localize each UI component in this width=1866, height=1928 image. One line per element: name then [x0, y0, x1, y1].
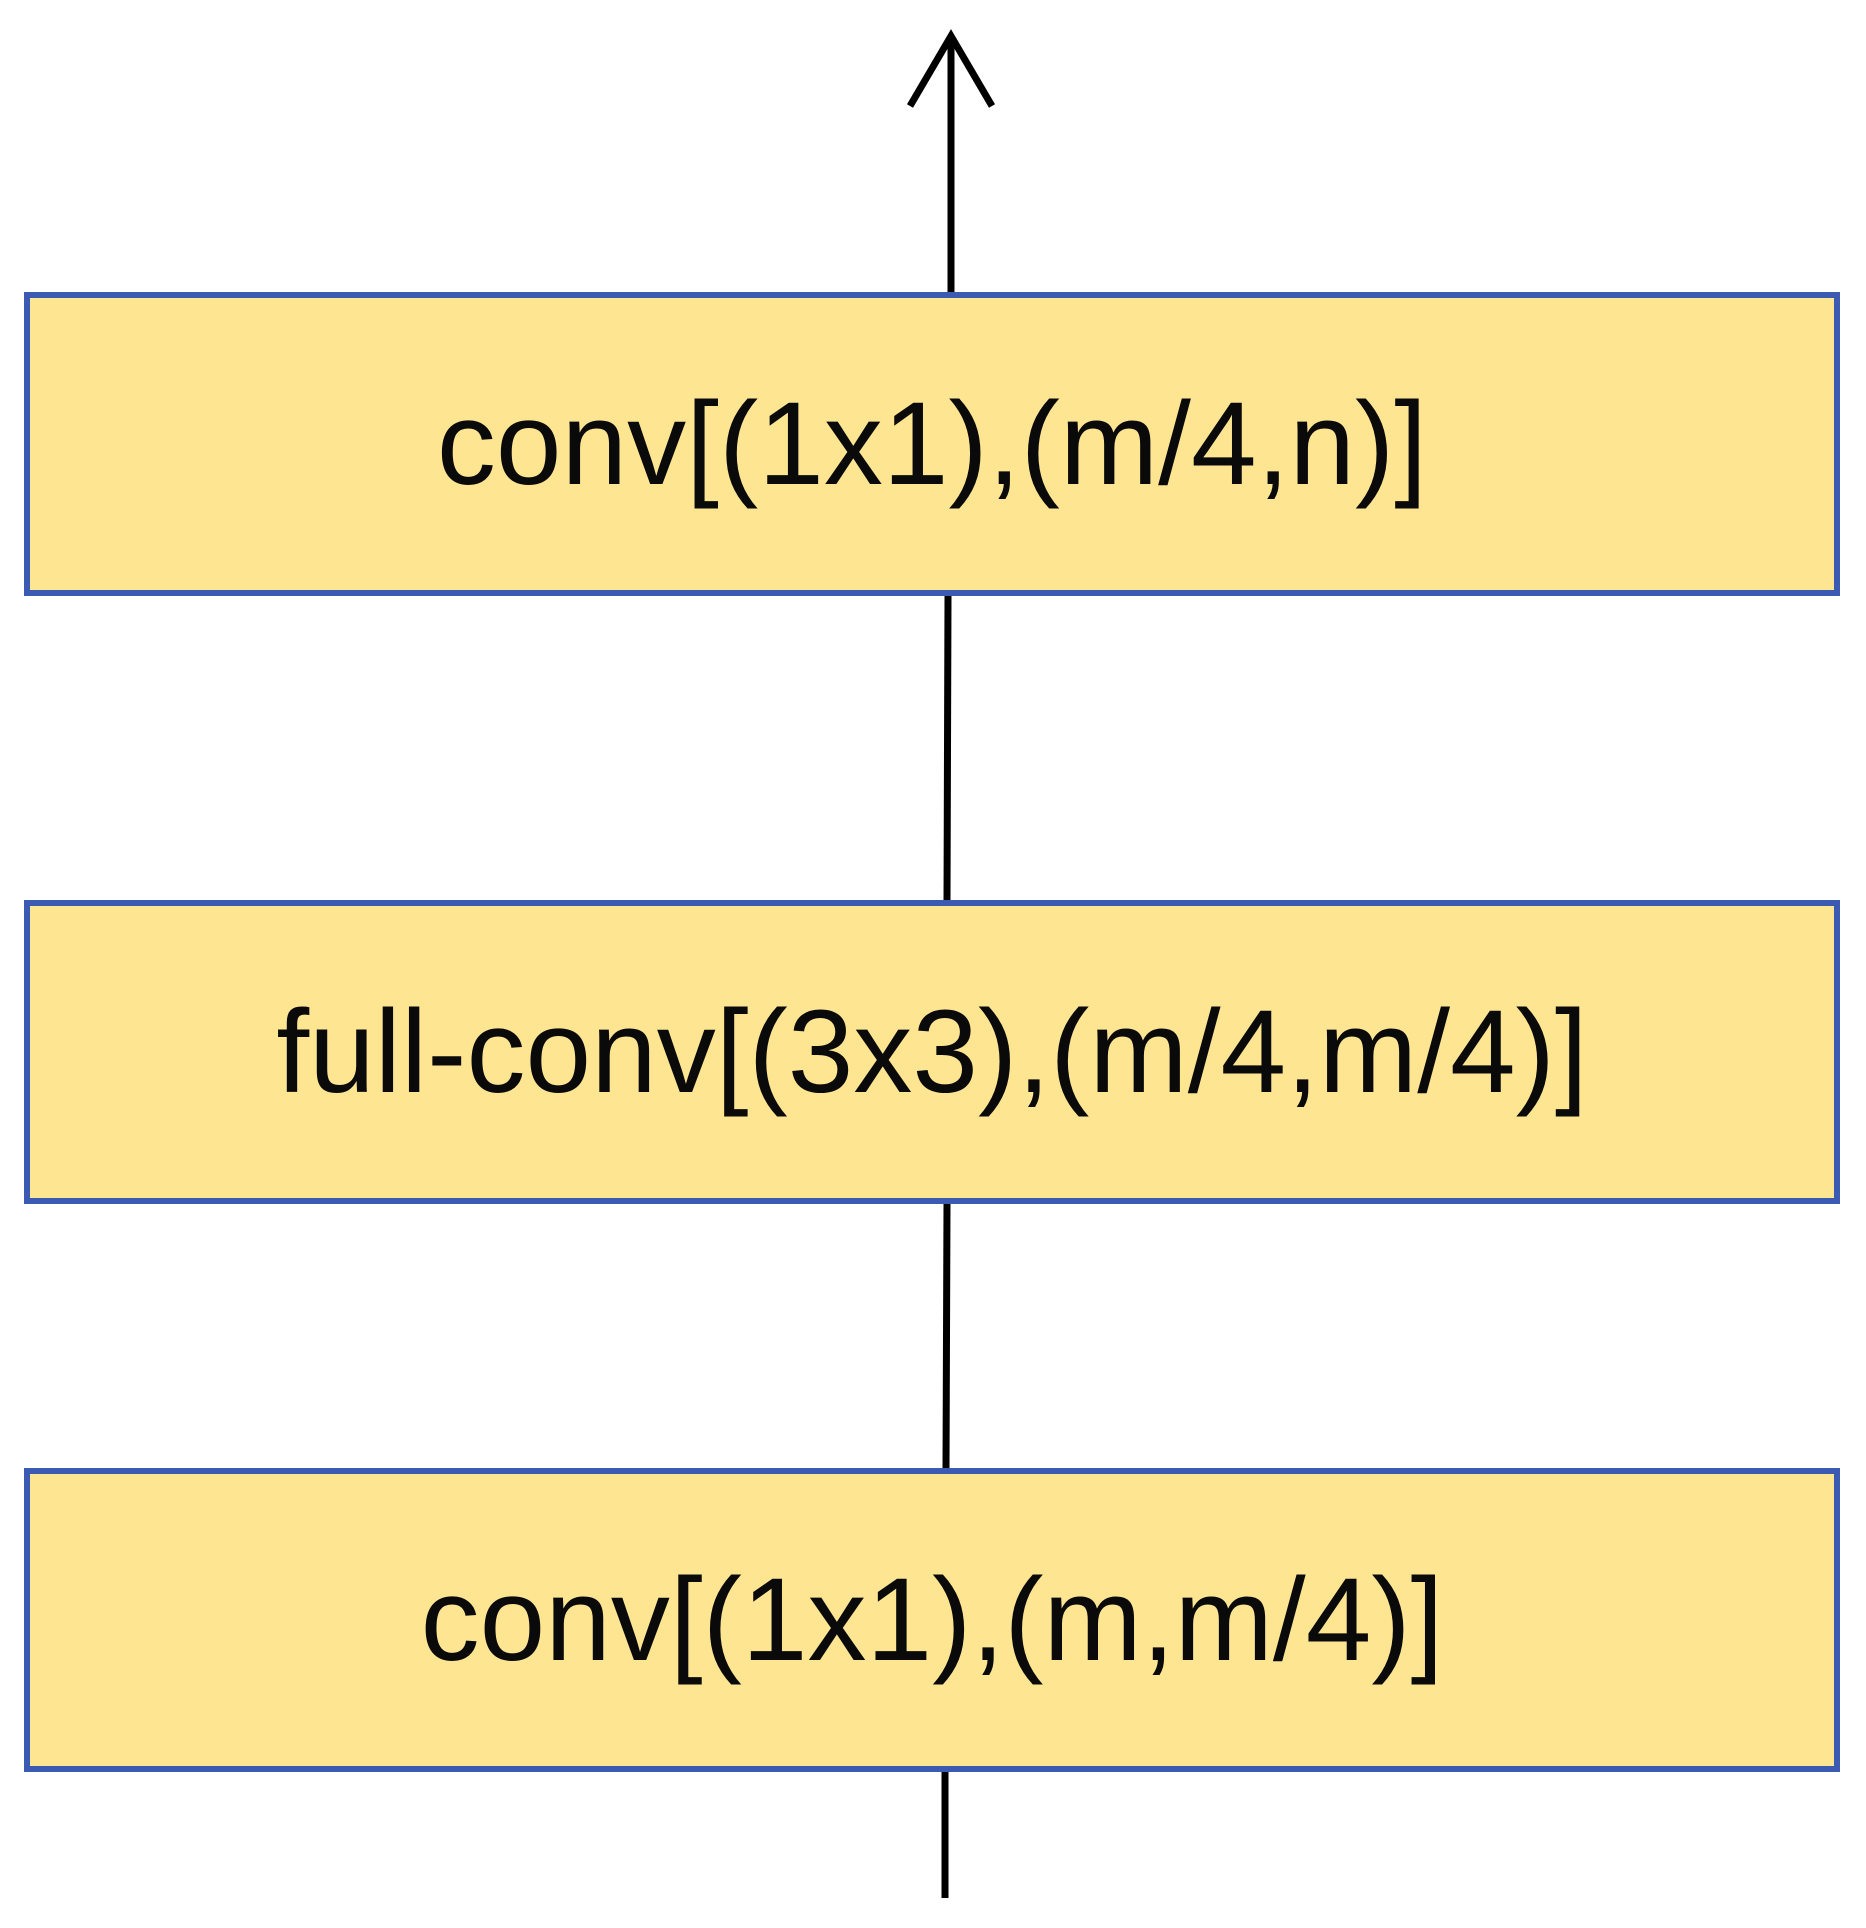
full-conv-3x3-block: full-conv[(3x3),(m/4,m/4)] [24, 900, 1840, 1204]
conv-1x1-output-block: conv[(1x1),(m/4,n)] [24, 292, 1840, 596]
block-label: conv[(1x1),(m,m/4)] [420, 1554, 1444, 1686]
connector-middle-to-top [943, 595, 952, 901]
connector-bottom-to-middle [942, 1203, 951, 1469]
conv-1x1-input-block: conv[(1x1),(m,m/4)] [24, 1468, 1840, 1772]
block-label: conv[(1x1),(m/4,n)] [436, 378, 1428, 510]
block-label: full-conv[(3x3),(m/4,m/4)] [276, 986, 1588, 1118]
output-arrow-head [906, 29, 996, 108]
